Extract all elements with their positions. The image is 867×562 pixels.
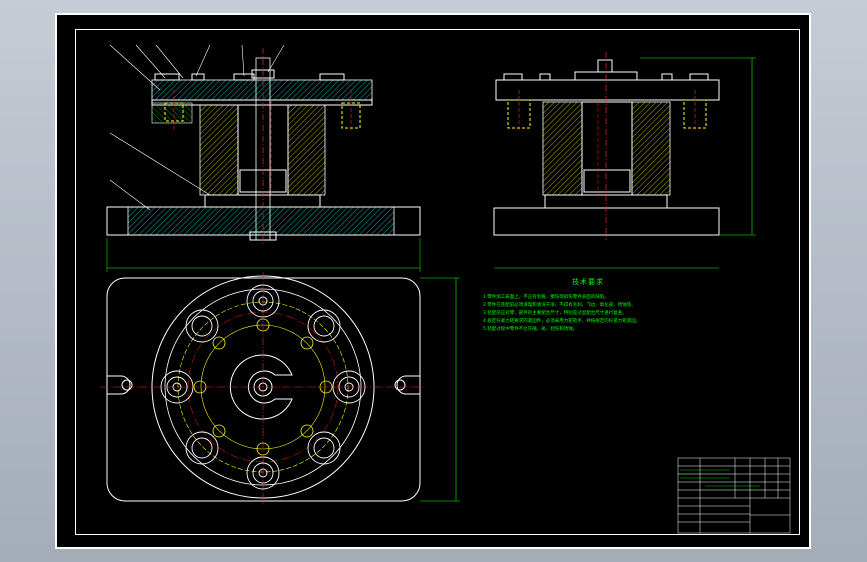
technical-requirements: 技术要求 1.零件加工表面上，不应有划痕、擦伤等损伤零件表面的缺陷。 2.零件在… [483, 278, 693, 334]
requirement-line-2: 2.零件在装配前必须清理和清洗干净，不得有毛刺、飞边、氧化皮、锈蚀等。 [483, 303, 636, 308]
requirement-line-1: 1.零件加工表面上，不应有划痕、擦伤等损伤零件表面的缺陷。 [483, 295, 609, 300]
requirement-line-3: 3.装配前应对零、部件的主要配合尺寸，特别是过盈配合尺寸进行复查。 [483, 311, 627, 316]
front-section-view [106, 44, 421, 272]
requirements-title: 技术要求 [572, 278, 604, 286]
requirement-line-4: 4.规定拧紧力矩要求的紧固件，必须采用力矩扳手，并按规定的拧紧力矩紧固。 [483, 319, 641, 324]
title-block-grid [677, 457, 791, 534]
drawing-sheet [55, 13, 811, 549]
top-plate [151, 79, 373, 101]
side-view [493, 52, 756, 269]
top-view [100, 272, 460, 505]
requirement-line-5: 5.装配过程中零件不允许磕、碰、划伤和锈蚀。 [483, 327, 578, 332]
